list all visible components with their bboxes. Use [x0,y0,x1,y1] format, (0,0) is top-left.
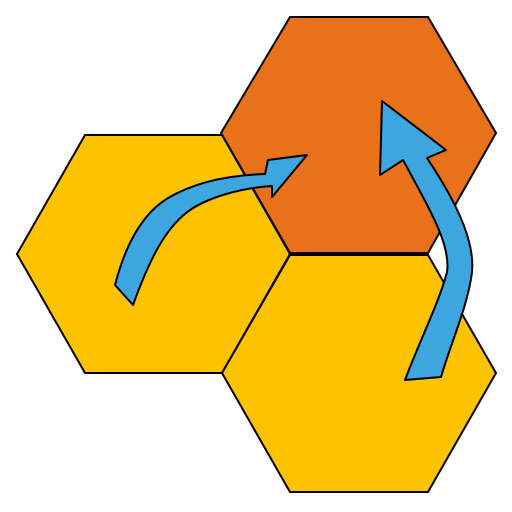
arrow-bottom-to-top [379,100,474,381]
arrow-left-to-top [114,154,308,306]
hexagon-bottom-right [220,254,498,493]
